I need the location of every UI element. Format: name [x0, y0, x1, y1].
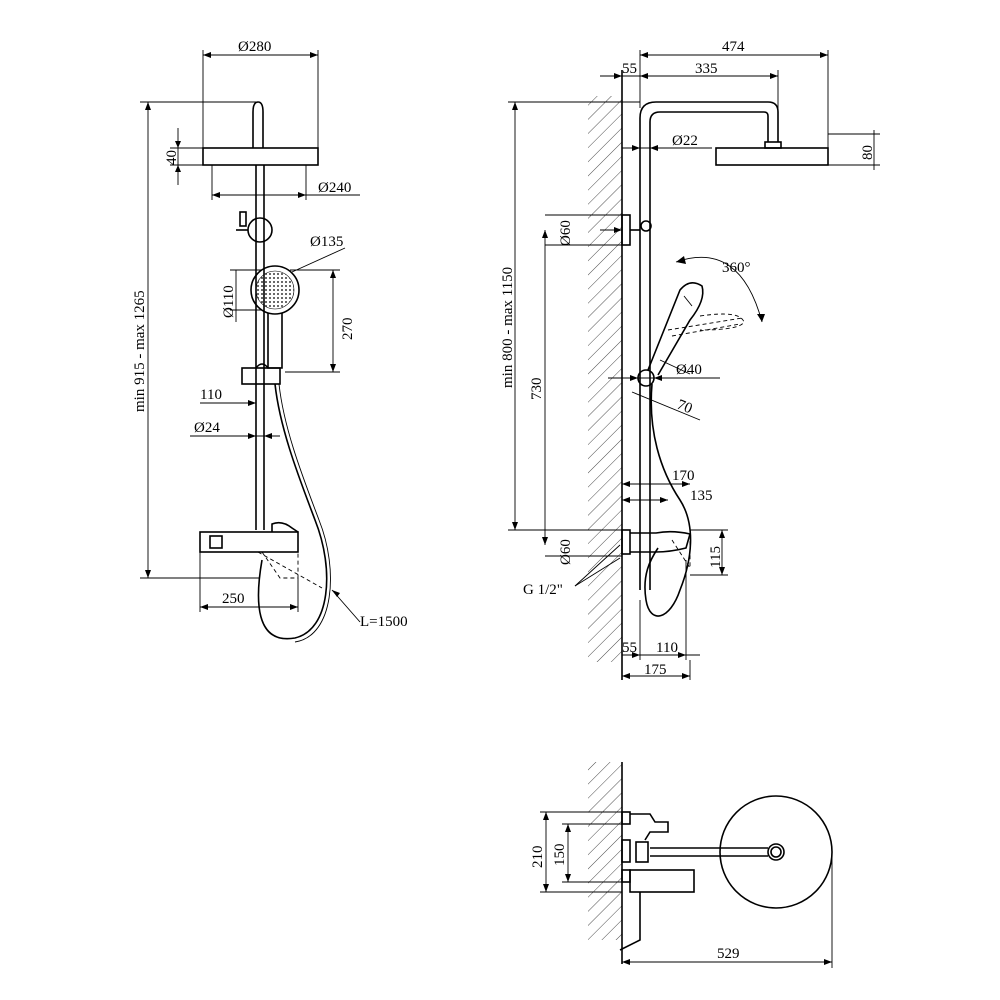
label-thread: G 1/2": [523, 582, 563, 598]
label-mixer-width: 250: [222, 591, 245, 607]
label-spacing-outer: 210: [530, 846, 546, 869]
label-depth-170: 170: [672, 468, 695, 484]
top-mixer: [619, 811, 695, 951]
dim-top-width: 529: [622, 852, 833, 968]
label-spacing-inner: 150: [552, 844, 568, 867]
label-head-thickness: 40: [164, 150, 180, 165]
dim-rail-length: 730: [529, 230, 548, 545]
dim-top-spacing: 210 150: [530, 811, 622, 893]
dim-holder-offset: 110: [200, 387, 256, 406]
mixer-body: [199, 521, 323, 589]
label-dia-holder: Ø40: [676, 362, 702, 378]
label-holder-offset: 110: [200, 387, 222, 403]
dim-hand-face: Ø110: [221, 269, 262, 322]
label-dia-rail: Ø24: [194, 420, 220, 436]
side-hose: [644, 383, 692, 617]
label-side-height-range: min 800 - max 1150: [500, 267, 516, 388]
dim-rotation: 360°: [675, 256, 765, 323]
wall-hatch: [588, 96, 622, 662]
dim-hand-shower: Ø135: [291, 234, 346, 273]
side-shower-head: [715, 147, 829, 166]
shower-head-plate: [202, 147, 319, 166]
top-head-connector: [767, 843, 785, 861]
dim-height-range: min 915 - max 1265: [132, 101, 260, 579]
label-depth-135: 135: [690, 488, 713, 504]
label-dia-lower-bracket: Ø60: [558, 539, 574, 565]
top-wall-hatch: [588, 762, 622, 940]
label-dia-hand-shower: Ø135: [310, 234, 343, 250]
label-head-height: 80: [860, 145, 876, 160]
dim-hose-length: L=1500: [331, 589, 408, 630]
dim-holder-diameter: Ø40: [608, 362, 720, 381]
label-dia-upper-bracket: Ø60: [558, 220, 574, 246]
label-top-width: 529: [717, 946, 740, 962]
label-dia-pipe: Ø22: [672, 133, 698, 149]
label-dia-head-inner: Ø240: [318, 180, 351, 196]
dim-mixer-height: 115: [690, 529, 728, 576]
label-bottom-55: 55: [622, 640, 637, 656]
label-bottom-175: 175: [644, 662, 667, 678]
label-rotation: 360°: [722, 260, 751, 276]
dim-head-diameter: Ø280: [202, 39, 319, 150]
bracket-lever-knob: [239, 211, 247, 227]
dim-bottom: 55 110 175: [622, 560, 700, 680]
label-bottom-110: 110: [656, 640, 678, 656]
top-view: 210 150 529: [530, 762, 833, 968]
dim-hand-height: 270: [285, 269, 356, 373]
label-total-reach: 474: [722, 39, 745, 55]
dim-head-thickness: 40: [164, 128, 203, 185]
riser-pipe-outer: [639, 101, 779, 590]
label-dia-head: Ø280: [238, 39, 271, 55]
label-dia-hand-face: Ø110: [221, 285, 237, 318]
dim-mixer-width: 250: [199, 552, 299, 612]
side-upper-bracket: Ø60: [545, 214, 652, 246]
head-arm: [252, 101, 264, 148]
label-arm-reach: 335: [695, 61, 718, 77]
slide-holder: [241, 367, 281, 385]
riser-pipe-inner: [649, 111, 769, 590]
label-hand-height: 270: [340, 318, 356, 341]
dim-head-height: 80: [828, 130, 880, 170]
dim-head-inner: Ø240: [211, 165, 360, 200]
dim-rail-diameter: Ø24: [190, 420, 280, 439]
dim-arm-reach: 55 335: [600, 61, 779, 130]
spray-face: [255, 270, 295, 310]
dim-pipe-diameter: Ø22: [622, 133, 712, 151]
label-height-range: min 915 - max 1265: [132, 290, 148, 412]
side-mixer: Ø60: [545, 529, 692, 570]
hand-shower: [250, 265, 300, 369]
label-rail-length: 730: [529, 378, 545, 401]
hose: [257, 383, 328, 640]
label-holder-len: 70: [675, 397, 695, 417]
dim-thread: G 1/2": [523, 544, 621, 598]
dim-total-reach: 474: [639, 39, 829, 148]
top-shower-head: [719, 795, 833, 909]
label-mixer-height: 115: [708, 546, 724, 568]
upper-bracket: [247, 217, 273, 243]
label-wall-gap: 55: [622, 61, 637, 77]
dim-depth: 170 135: [622, 468, 713, 504]
label-hose-length: L=1500: [360, 614, 408, 630]
dim-holder-length: 70: [631, 359, 701, 421]
side-view: 474 55 335 80 Ø22: [500, 39, 880, 680]
head-connector: [764, 141, 782, 149]
front-view: Ø280 40 Ø240: [132, 39, 408, 643]
holder-clip: [255, 363, 269, 369]
